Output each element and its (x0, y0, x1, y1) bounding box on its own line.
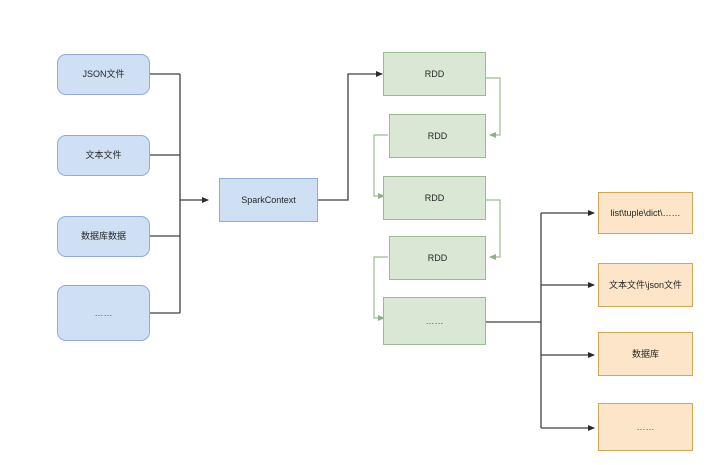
source-node-database-data[interactable]: 数据库数据 (57, 216, 150, 257)
source-node-text-file[interactable]: 文本文件 (57, 135, 150, 176)
source-node-json-file[interactable]: JSON文件 (57, 54, 150, 95)
sparkcontext-label: SparkContext (241, 194, 296, 205)
wire-sources-to-sparkcontext (150, 73, 209, 314)
source-node-label: JSON文件 (82, 69, 125, 80)
output-node-label: 数据库 (631, 348, 659, 359)
output-node-label: …… (636, 421, 655, 432)
source-node-label: 文本文件 (85, 150, 122, 161)
rdd-node-label: RDD (424, 192, 445, 203)
output-node-database[interactable]: 数据库 (598, 332, 693, 376)
wire-rdd3-to-rdd4 (486, 199, 501, 260)
output-node-python-collections[interactable]: list\tuple\dict\…… (598, 192, 693, 234)
output-node-label: list\tuple\dict\…… (610, 207, 681, 218)
rdd-node-label: RDD (427, 252, 448, 263)
output-node-more[interactable]: …… (598, 403, 693, 451)
source-node-label: …… (94, 307, 113, 318)
source-node-more[interactable]: …… (57, 285, 150, 341)
rdd-node-1[interactable]: RDD (383, 52, 486, 96)
rdd-node-label: …… (425, 315, 444, 326)
output-node-files[interactable]: 文本文件\json文件 (598, 263, 693, 307)
wire-rdd-to-outputs (486, 210, 595, 431)
wire-rdd2-to-rdd3 (373, 134, 388, 199)
rdd-node-2[interactable]: RDD (389, 114, 486, 158)
rdd-node-label: RDD (427, 130, 448, 141)
rdd-node-3[interactable]: RDD (383, 176, 486, 220)
rdd-node-label: RDD (424, 68, 445, 79)
sparkcontext-node[interactable]: SparkContext (219, 178, 318, 222)
wire-rdd4-to-rdd5 (373, 256, 388, 321)
source-node-label: 数据库数据 (80, 231, 126, 242)
output-node-label: 文本文件\json文件 (608, 279, 682, 290)
wire-rdd1-to-rdd2 (486, 77, 501, 138)
rdd-node-more[interactable]: …… (383, 297, 486, 345)
rdd-node-4[interactable]: RDD (389, 236, 486, 280)
wire-sparkcontext-to-rdd1 (318, 71, 383, 201)
